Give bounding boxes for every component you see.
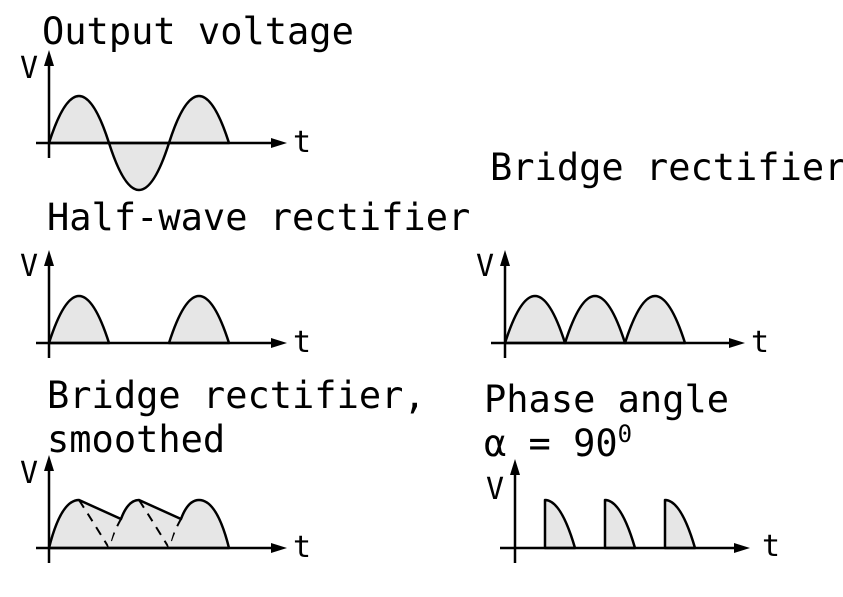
full-wave-pulse [623, 295, 687, 345]
y-axis-arrow [510, 459, 520, 475]
panel-output-voltage: Output voltage V t [20, 10, 354, 191]
positive-half-wave [47, 95, 111, 145]
dashed-pulse-segment [78, 499, 122, 548]
y-axis-arrow [44, 455, 54, 471]
half-wave-pulse [167, 295, 231, 345]
phase-angle-value: α = 90 [484, 422, 618, 465]
y-axis-label: V [486, 472, 504, 507]
full-wave-pulse [503, 295, 567, 345]
panel-title-line-2: smoothed [47, 418, 225, 461]
panel-title-line-1: Bridge rectifier, [47, 374, 426, 417]
phase-controlled-pulse [543, 498, 577, 550]
positive-half-wave [167, 95, 231, 145]
panel-title: Bridge rectifier [490, 146, 843, 189]
panel-title: Output voltage [42, 10, 354, 53]
panel-title-line-2: α = 900 [484, 420, 632, 465]
panel-phase-angle: Phase angle α = 900 V t [484, 378, 780, 564]
underlying-pulses [78, 499, 182, 548]
y-axis-label: V [20, 456, 38, 491]
panel-title-line-1: Phase angle [484, 378, 729, 421]
phase-controlled-pulse [603, 498, 637, 550]
negative-half-wave [107, 141, 171, 191]
x-axis-label: t [751, 325, 769, 360]
dashed-pulse-segment [138, 499, 182, 548]
y-axis-arrow [44, 250, 54, 266]
panel-half-wave-rectifier: Half-wave rectifier V t [20, 196, 470, 360]
panel-title: Half-wave rectifier [47, 196, 470, 239]
x-axis-label: t [293, 125, 311, 160]
x-axis-arrow [271, 543, 287, 553]
full-wave-pulse [563, 295, 627, 345]
smoothed-output [47, 498, 231, 550]
y-axis-label: V [476, 249, 494, 284]
phase-angle-superscript: 0 [618, 420, 632, 448]
panel-bridge-rectifier: Bridge rectifier V t [476, 146, 843, 360]
x-axis-arrow [271, 138, 287, 148]
y-axis-arrow [44, 50, 54, 66]
half-wave-pulse [47, 295, 111, 345]
x-axis-label: t [293, 530, 311, 565]
panel-bridge-rectifier-smoothed: Bridge rectifier, smoothed V t [20, 374, 426, 565]
phase-controlled-pulse [663, 498, 697, 550]
y-axis-label: V [20, 249, 38, 284]
x-axis-label: t [762, 529, 780, 564]
x-axis-label: t [293, 325, 311, 360]
x-axis-arrow [271, 338, 287, 348]
y-axis-arrow [500, 250, 510, 266]
y-axis-label: V [20, 51, 38, 86]
x-axis-arrow [734, 543, 750, 553]
x-axis-arrow [729, 338, 745, 348]
